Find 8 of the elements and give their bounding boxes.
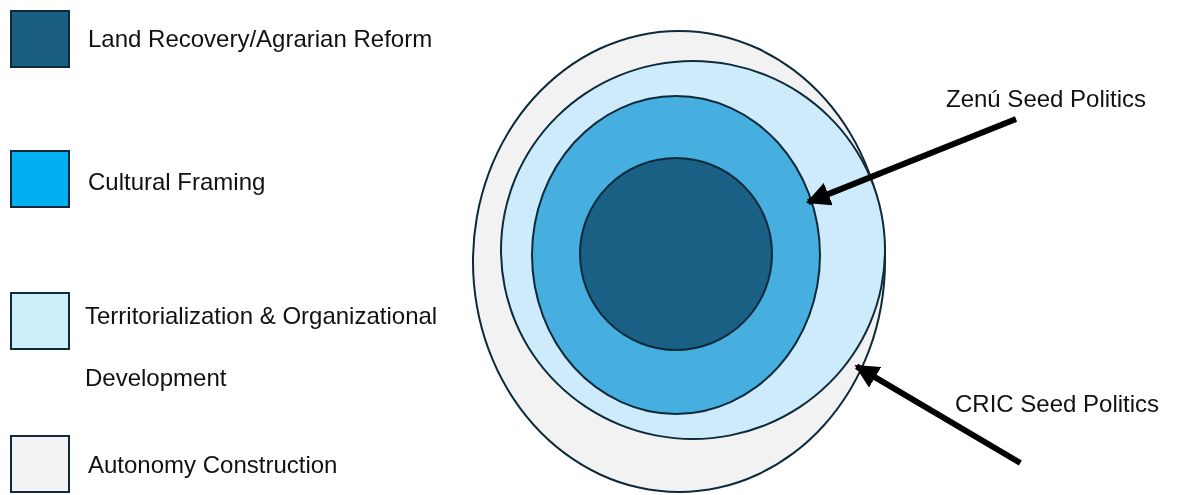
- callout-label: CRIC Seed Politics: [955, 390, 1160, 418]
- legend-label: Cultural Framing: [88, 167, 267, 197]
- legend-label: Land Recovery/Agrarian Reform: [88, 24, 434, 54]
- legend-label: Autonomy Construction: [88, 450, 339, 480]
- callout-label: Zenú Seed Politics: [946, 85, 1147, 113]
- arrow: [806, 116, 1018, 206]
- legend-label: Territorialization & Organizational Development: [85, 301, 439, 393]
- arrow: [854, 363, 1022, 466]
